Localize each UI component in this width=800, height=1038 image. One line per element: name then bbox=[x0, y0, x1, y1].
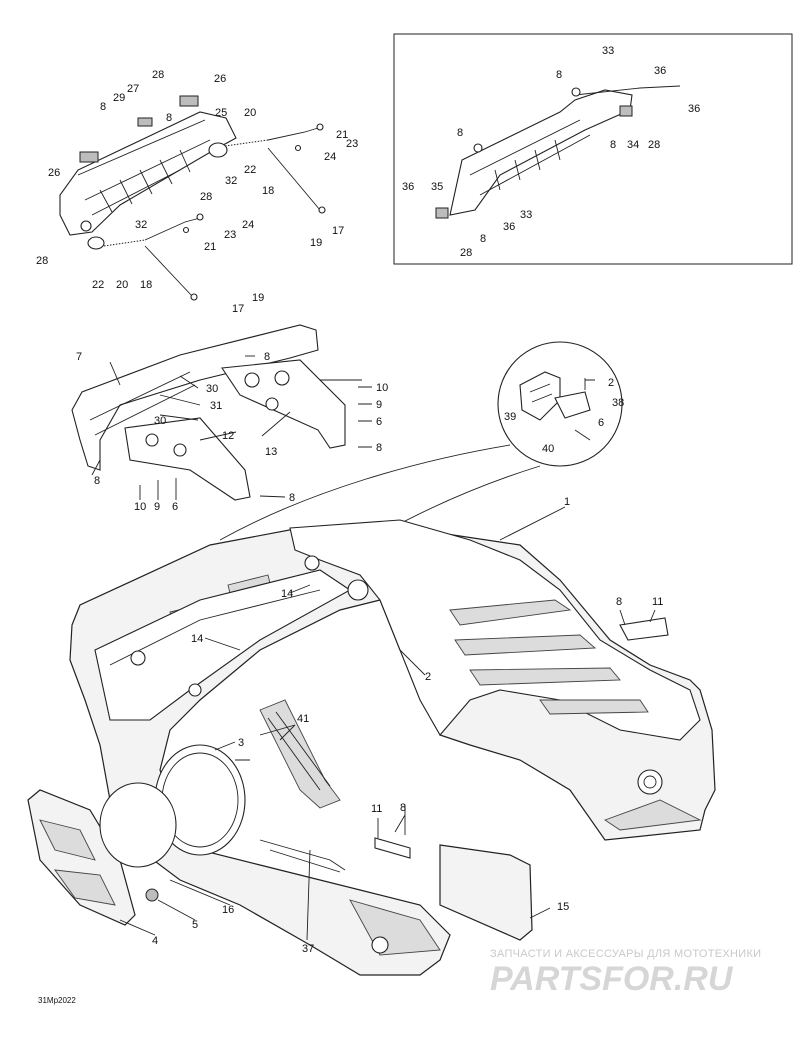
callout-40: 40 bbox=[542, 443, 554, 455]
callout-8-b: 8 bbox=[166, 112, 172, 124]
callout-10-b: 10 bbox=[134, 501, 146, 513]
callout-20-b: 20 bbox=[116, 279, 128, 291]
callout-12: 12 bbox=[222, 430, 234, 442]
callout-8-g: 8 bbox=[264, 351, 270, 363]
callout-28-e: 28 bbox=[460, 247, 472, 259]
callout-15: 15 bbox=[557, 901, 569, 913]
callout-11-b: 11 bbox=[371, 803, 382, 815]
callout-22-b: 22 bbox=[92, 279, 104, 291]
callout-8-h: 8 bbox=[376, 442, 382, 454]
callout-labels: 28 26 27 8 29 25 20 8 21 23 24 22 26 32 … bbox=[36, 45, 700, 955]
callout-8-c: 8 bbox=[556, 69, 562, 81]
callout-17-a: 17 bbox=[332, 225, 344, 237]
callout-1: 1 bbox=[564, 496, 570, 508]
callout-28-b: 28 bbox=[200, 191, 212, 203]
callout-9-b: 9 bbox=[154, 501, 160, 513]
callout-8-j: 8 bbox=[289, 492, 295, 504]
callout-36-a: 36 bbox=[654, 65, 666, 77]
loose-panels bbox=[27, 782, 533, 941]
callout-22-a: 22 bbox=[244, 164, 256, 176]
callout-26-a: 26 bbox=[214, 73, 226, 85]
callout-30-b: 30 bbox=[154, 415, 166, 427]
callout-6-b: 6 bbox=[172, 501, 178, 513]
callout-23-b: 23 bbox=[224, 229, 236, 241]
callout-33-a: 33 bbox=[602, 45, 614, 57]
inset-box bbox=[393, 33, 793, 265]
callout-26-b: 26 bbox=[48, 167, 60, 179]
callout-8-k: 8 bbox=[616, 596, 622, 608]
callout-8-f: 8 bbox=[480, 233, 486, 245]
callout-18-b: 18 bbox=[140, 279, 152, 291]
callout-3: 3 bbox=[238, 737, 244, 749]
callout-23-a: 23 bbox=[346, 138, 358, 150]
callout-28-d: 28 bbox=[648, 139, 660, 151]
callout-21-b: 21 bbox=[204, 241, 216, 253]
detail-circle bbox=[219, 341, 623, 641]
callout-21-a: 21 bbox=[336, 129, 348, 141]
callout-11-a: 11 bbox=[652, 596, 663, 608]
callout-9-a: 9 bbox=[376, 399, 382, 411]
callout-8-a: 8 bbox=[100, 101, 106, 113]
diagram-code: 31Mp2022 bbox=[38, 996, 76, 1005]
watermark-tagline: ЗАПЧАСТИ И АКСЕССУАРЫ ДЛЯ МОТОТЕХНИКИ bbox=[490, 948, 761, 960]
callout-5: 5 bbox=[192, 919, 198, 931]
callout-36-b: 36 bbox=[688, 103, 700, 115]
callout-14-a: 14 bbox=[281, 588, 293, 600]
callout-18-a: 18 bbox=[262, 185, 274, 197]
callout-6-c: 6 bbox=[598, 417, 604, 429]
callout-30-a: 30 bbox=[206, 383, 218, 395]
callout-28-c: 28 bbox=[36, 255, 48, 267]
callout-4: 4 bbox=[152, 935, 158, 947]
callout-33-b: 33 bbox=[520, 209, 532, 221]
callout-36-c: 36 bbox=[402, 181, 414, 193]
callout-36-d: 36 bbox=[503, 221, 515, 233]
callout-8-l: 8 bbox=[400, 802, 406, 814]
callout-35: 35 bbox=[431, 181, 443, 193]
rear-frame-assembly bbox=[71, 324, 346, 501]
main-chassis bbox=[69, 519, 716, 976]
callout-2-a: 2 bbox=[608, 377, 614, 389]
watermark-logo: PARTSFOR.RU bbox=[490, 960, 734, 998]
callout-37: 37 bbox=[302, 943, 314, 955]
callout-39: 39 bbox=[504, 411, 516, 423]
callout-24-b: 24 bbox=[242, 219, 254, 231]
callout-24-a: 24 bbox=[324, 151, 336, 163]
callout-8-d: 8 bbox=[457, 127, 463, 139]
callout-13: 13 bbox=[265, 446, 277, 458]
callout-7: 7 bbox=[76, 351, 82, 363]
callout-28-a: 28 bbox=[152, 69, 164, 81]
callout-2-b: 2 bbox=[425, 671, 431, 683]
rear-bumper-assembly bbox=[59, 95, 326, 301]
callout-8-i: 8 bbox=[94, 475, 100, 487]
callout-32-a: 32 bbox=[225, 175, 237, 187]
callout-25: 25 bbox=[215, 107, 227, 119]
callout-20-a: 20 bbox=[244, 107, 256, 119]
callout-27: 27 bbox=[127, 83, 139, 95]
callout-32-b: 32 bbox=[135, 219, 147, 231]
callout-31: 31 bbox=[210, 400, 222, 412]
callout-10-a: 10 bbox=[376, 382, 388, 394]
callout-34: 34 bbox=[627, 139, 639, 151]
callout-16: 16 bbox=[222, 904, 234, 916]
callout-6-a: 6 bbox=[376, 416, 382, 428]
callout-17-b: 17 bbox=[232, 303, 244, 315]
leader-lines bbox=[91, 355, 656, 941]
callout-38: 38 bbox=[612, 397, 624, 409]
callout-29: 29 bbox=[113, 92, 125, 104]
callout-8-e: 8 bbox=[610, 139, 616, 151]
callout-41: 41 bbox=[297, 713, 309, 725]
callout-14-b: 14 bbox=[191, 633, 203, 645]
callout-19-a: 19 bbox=[310, 237, 322, 249]
callout-19-b: 19 bbox=[252, 292, 264, 304]
